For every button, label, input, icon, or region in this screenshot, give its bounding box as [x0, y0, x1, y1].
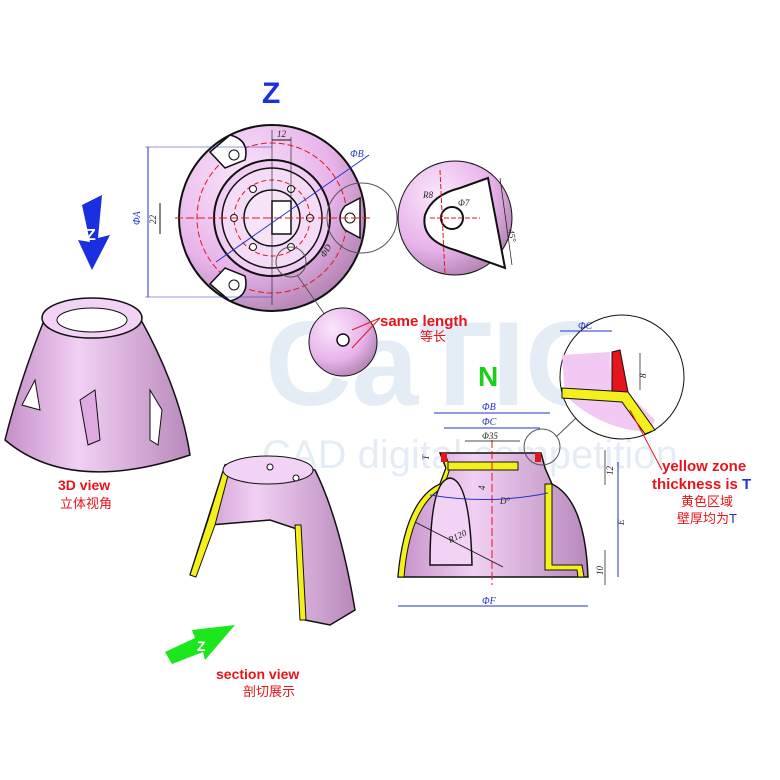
dim-22: 22	[148, 215, 158, 225]
front-dim-dia-f: ΦF	[482, 596, 497, 607]
dim-12: 12	[277, 129, 287, 139]
front-dim-12: 12	[605, 466, 615, 476]
dim-45deg: 45°	[506, 229, 518, 244]
dim-r8: R8	[422, 190, 433, 200]
same-length-cn: 等长	[420, 329, 446, 344]
detail-hole-view	[397, 160, 513, 276]
dim-dia-b: ΦB	[350, 149, 364, 160]
z-arrow-3d: Z	[78, 195, 110, 270]
3d-view-label: 3D view	[58, 477, 110, 493]
front-dim-dia-c: ΦC	[482, 417, 497, 428]
view-label-z: Z	[262, 77, 280, 110]
detail-same-length	[308, 307, 381, 377]
dim-dia-a: ΦA	[132, 210, 143, 225]
front-dim-t: T	[421, 454, 431, 460]
dim-d7: Φ7	[458, 198, 470, 208]
front-dim-dia-35: Φ35	[482, 431, 498, 441]
yellow-zone-cn-2: 壁厚均为T	[677, 511, 737, 526]
svg-text:Z: Z	[86, 227, 96, 244]
detail-dim-8: 8	[638, 373, 648, 378]
svg-text:Z: Z	[197, 638, 206, 654]
yellow-zone-label-1: yellow zone	[662, 458, 746, 475]
same-length-label: same length	[380, 313, 468, 330]
3d-view	[4, 297, 191, 473]
front-dim-4: 4	[477, 485, 487, 490]
yellow-zone-label-2: thickness is T	[652, 476, 751, 493]
z-arrow-section: Z	[165, 625, 235, 664]
section-view	[189, 455, 356, 626]
front-dim-10: 10	[595, 566, 605, 576]
front-dim-e: E	[616, 519, 626, 526]
top-view	[145, 124, 400, 323]
section-view-label-cn: 剖切展示	[243, 684, 295, 699]
front-view	[397, 412, 619, 607]
front-dim-dia-b: ΦB	[482, 402, 496, 413]
detail-dim-dia-c: ΦC	[578, 321, 593, 332]
3d-view-label-cn: 立体视角	[60, 496, 112, 511]
yellow-zone-cn-1: 黄色区域	[681, 494, 733, 509]
section-view-label: section view	[216, 666, 299, 682]
front-dim-angle-d: D°	[499, 496, 510, 506]
detail-wall-thickness	[559, 314, 685, 471]
view-label-n: N	[478, 361, 498, 392]
